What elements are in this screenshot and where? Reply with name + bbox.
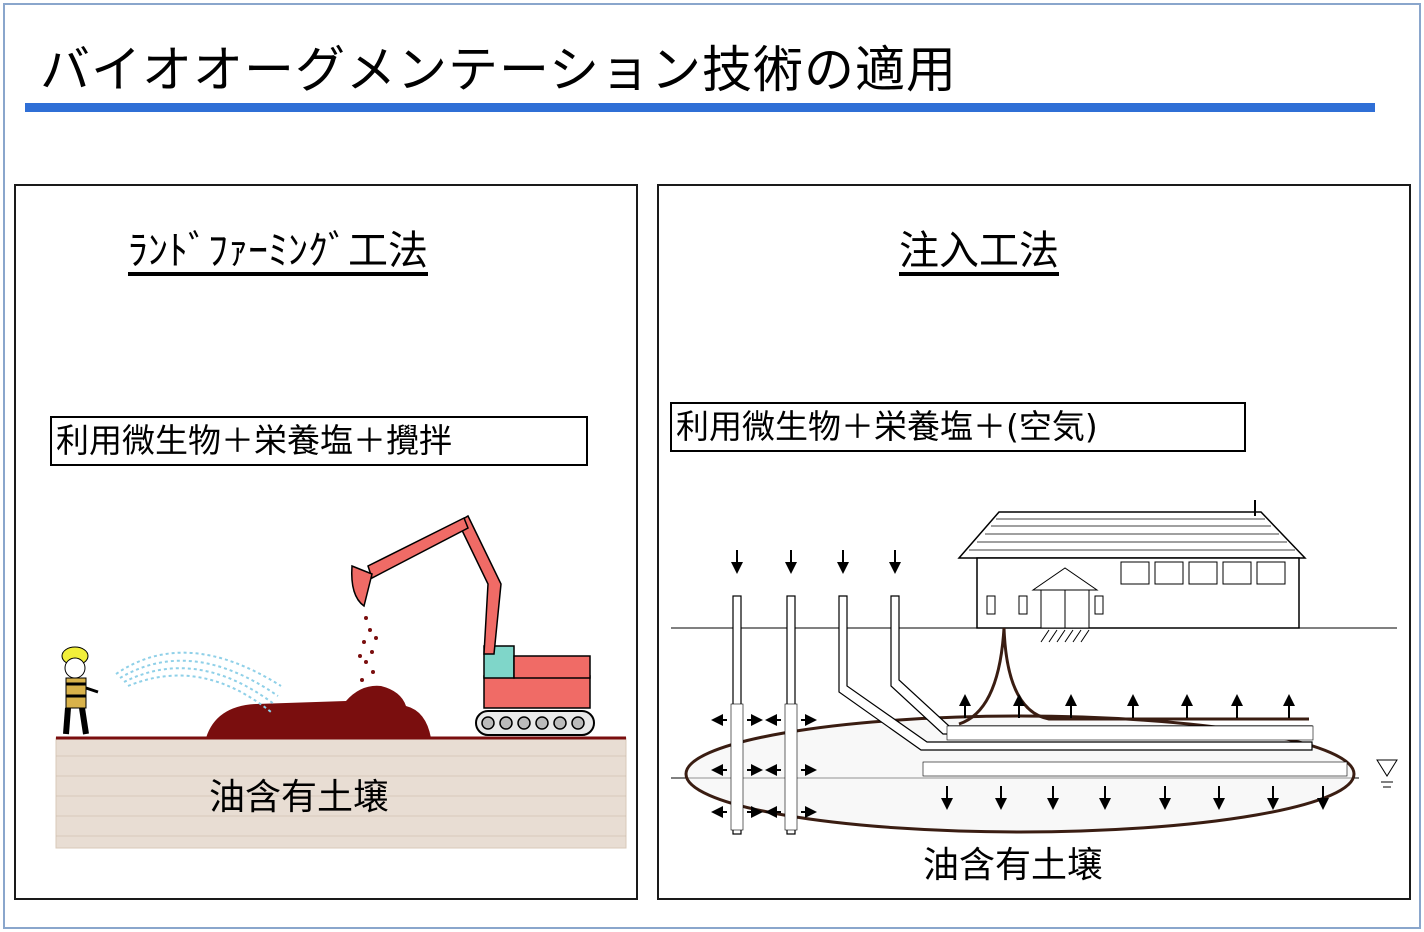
ground-texture [56, 755, 626, 837]
title-underline [25, 103, 1375, 112]
excavator-bucket [351, 564, 373, 608]
landfarming-soil-label: 油含有土壌 [209, 777, 390, 818]
well-screens [730, 703, 1348, 831]
excavator-boom [457, 514, 502, 655]
slide-title: バイオオーグメンテーション技術の適用 [40, 41, 957, 99]
landfarming-method-label: 利用微生物＋栄養塩＋攪拌 [50, 416, 588, 466]
landfarming-panel: ﾗﾝﾄﾞﾌｧｰﾐﾝｸﾞ工法 利用微生物＋栄養塩＋攪拌 [14, 184, 638, 900]
excavator-arm [367, 516, 469, 580]
excavator [351, 514, 595, 736]
ground-soil [55, 737, 627, 849]
injection-panel: 注入工法 利用微生物＋栄養塩＋(空気) [657, 184, 1411, 900]
falling-soil [358, 616, 378, 682]
injection-illustration [671, 500, 1398, 835]
downward-flow-arrows [941, 786, 1329, 810]
water-spray [115, 651, 282, 713]
landfarming-title: ﾗﾝﾄﾞﾌｧｰﾐﾝｸﾞ工法 [128, 228, 428, 274]
slide-frame [3, 3, 1421, 929]
building [957, 500, 1307, 643]
water-table-symbol [1376, 759, 1398, 788]
excavator-body [483, 675, 591, 709]
injection-title: 注入工法 [899, 228, 1059, 274]
soil-pile [206, 685, 431, 738]
lateral-flow-arrows [711, 714, 817, 818]
upward-flow-arrows [959, 694, 1295, 718]
injection-arrows [731, 550, 901, 574]
landfarming-illustration [55, 514, 627, 849]
injection-soil-label: 油含有土壌 [923, 845, 1104, 886]
injection-method-label: 利用微生物＋栄養塩＋(空気) [670, 402, 1246, 452]
worker-figure [61, 646, 99, 735]
